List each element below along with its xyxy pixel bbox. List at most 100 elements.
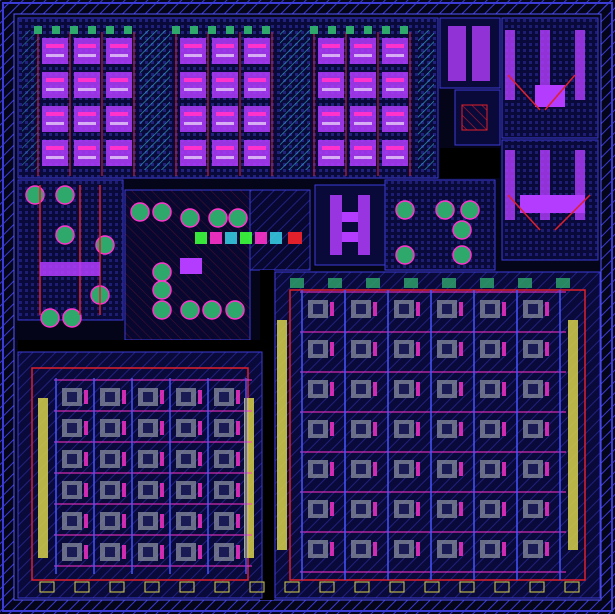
memory-cell-contact — [46, 88, 64, 91]
memory-cell-contact — [46, 122, 64, 125]
grid-cell-core — [67, 485, 77, 495]
io-pad — [518, 278, 532, 288]
grid-cell-strap — [198, 545, 202, 559]
top-via — [262, 26, 270, 34]
memory-cell — [212, 106, 238, 132]
memory-cell — [74, 106, 100, 132]
top-via — [328, 26, 336, 34]
io-pad — [442, 278, 456, 288]
memory-cell-contact — [216, 122, 234, 125]
io-pad — [424, 581, 440, 593]
analog-device — [342, 212, 358, 222]
via-circle — [452, 245, 472, 265]
memory-cell-strap — [322, 112, 340, 116]
memory-cell-contact — [78, 122, 96, 125]
io-pad — [459, 581, 475, 593]
grid-cell-core — [356, 424, 366, 434]
memory-cell-contact — [184, 156, 202, 159]
grid-cell-core — [485, 384, 495, 394]
grid-cell-core — [181, 392, 191, 402]
grid-cell-core — [105, 454, 115, 464]
memory-cell-strap — [46, 44, 64, 48]
grid-cell-strap — [84, 421, 88, 435]
grid-cell-strap — [330, 422, 334, 436]
memory-cell-strap — [78, 146, 96, 150]
via-circle — [460, 200, 480, 220]
via-circle — [55, 185, 75, 205]
top-memory-row — [17, 17, 439, 179]
memory-cell-strap — [184, 146, 202, 150]
memory-cell-contact — [110, 122, 128, 125]
analog-core — [520, 195, 585, 213]
grid-cell-strap — [84, 514, 88, 528]
io-pad — [556, 278, 570, 288]
small-array-block — [17, 351, 263, 599]
top-via — [124, 26, 132, 34]
grid-cell-core — [181, 485, 191, 495]
routing-channel — [260, 270, 274, 600]
grid-cell-strap — [160, 452, 164, 466]
grid-cell-strap — [122, 514, 126, 528]
strip-device — [225, 232, 237, 244]
top-via — [52, 26, 60, 34]
grid-cell-core — [143, 454, 153, 464]
top-via — [88, 26, 96, 34]
grid-cell-strap — [236, 483, 240, 497]
grid-cell-core — [399, 424, 409, 434]
grid-cell-strap — [416, 382, 420, 396]
memory-block-b — [172, 26, 273, 176]
memory-cell-strap — [78, 78, 96, 82]
memory-cell — [212, 38, 238, 64]
via-circle — [228, 208, 248, 228]
grid-cell-core — [219, 516, 229, 526]
memory-cell-strap — [110, 44, 128, 48]
grid-cell-strap — [373, 542, 377, 556]
grid-cell-strap — [236, 390, 240, 404]
memory-cell-contact — [78, 54, 96, 57]
grid-cell-core — [442, 424, 452, 434]
grid-cell-core — [528, 464, 538, 474]
memory-cell-strap — [354, 78, 372, 82]
memory-cell — [212, 140, 238, 166]
memory-cell — [244, 106, 270, 132]
via-circle — [395, 245, 415, 265]
memory-cell — [244, 140, 270, 166]
grid-cell-core — [399, 384, 409, 394]
memory-cell — [42, 38, 68, 64]
grid-cell-core — [356, 344, 366, 354]
io-pad — [494, 581, 510, 593]
grid-cell-strap — [459, 382, 463, 396]
grid-cell-strap — [502, 462, 506, 476]
grid-cell-strap — [459, 302, 463, 316]
analog-device — [540, 150, 550, 220]
analog-device — [505, 150, 515, 220]
grid-cell-core — [528, 424, 538, 434]
strip-device — [195, 232, 207, 244]
memory-cell-contact — [386, 156, 404, 159]
memory-cell-contact — [110, 156, 128, 159]
memory-cell-strap — [322, 78, 340, 82]
analog-device — [180, 258, 202, 274]
grid-cell-strap — [236, 514, 240, 528]
grid-cell-core — [485, 504, 495, 514]
grid-cell-core — [105, 485, 115, 495]
grid-cell-strap — [236, 421, 240, 435]
grid-cell-core — [313, 384, 323, 394]
top-via — [382, 26, 390, 34]
io-pad — [214, 581, 230, 593]
analog-circuits — [25, 185, 480, 328]
grid-cell-strap — [373, 302, 377, 316]
grid-cell-core — [399, 344, 409, 354]
grid-cell-core — [67, 454, 77, 464]
grid-cell-strap — [330, 302, 334, 316]
grid-cell-core — [485, 424, 495, 434]
memory-cell — [180, 106, 206, 132]
memory-cell — [180, 72, 206, 98]
grid-cell-strap — [416, 502, 420, 516]
memory-cell — [318, 38, 344, 64]
grid-cell-core — [442, 464, 452, 474]
top-via — [106, 26, 114, 34]
grid-cell-core — [313, 504, 323, 514]
grid-cell-strap — [502, 502, 506, 516]
via-circle — [25, 185, 45, 205]
